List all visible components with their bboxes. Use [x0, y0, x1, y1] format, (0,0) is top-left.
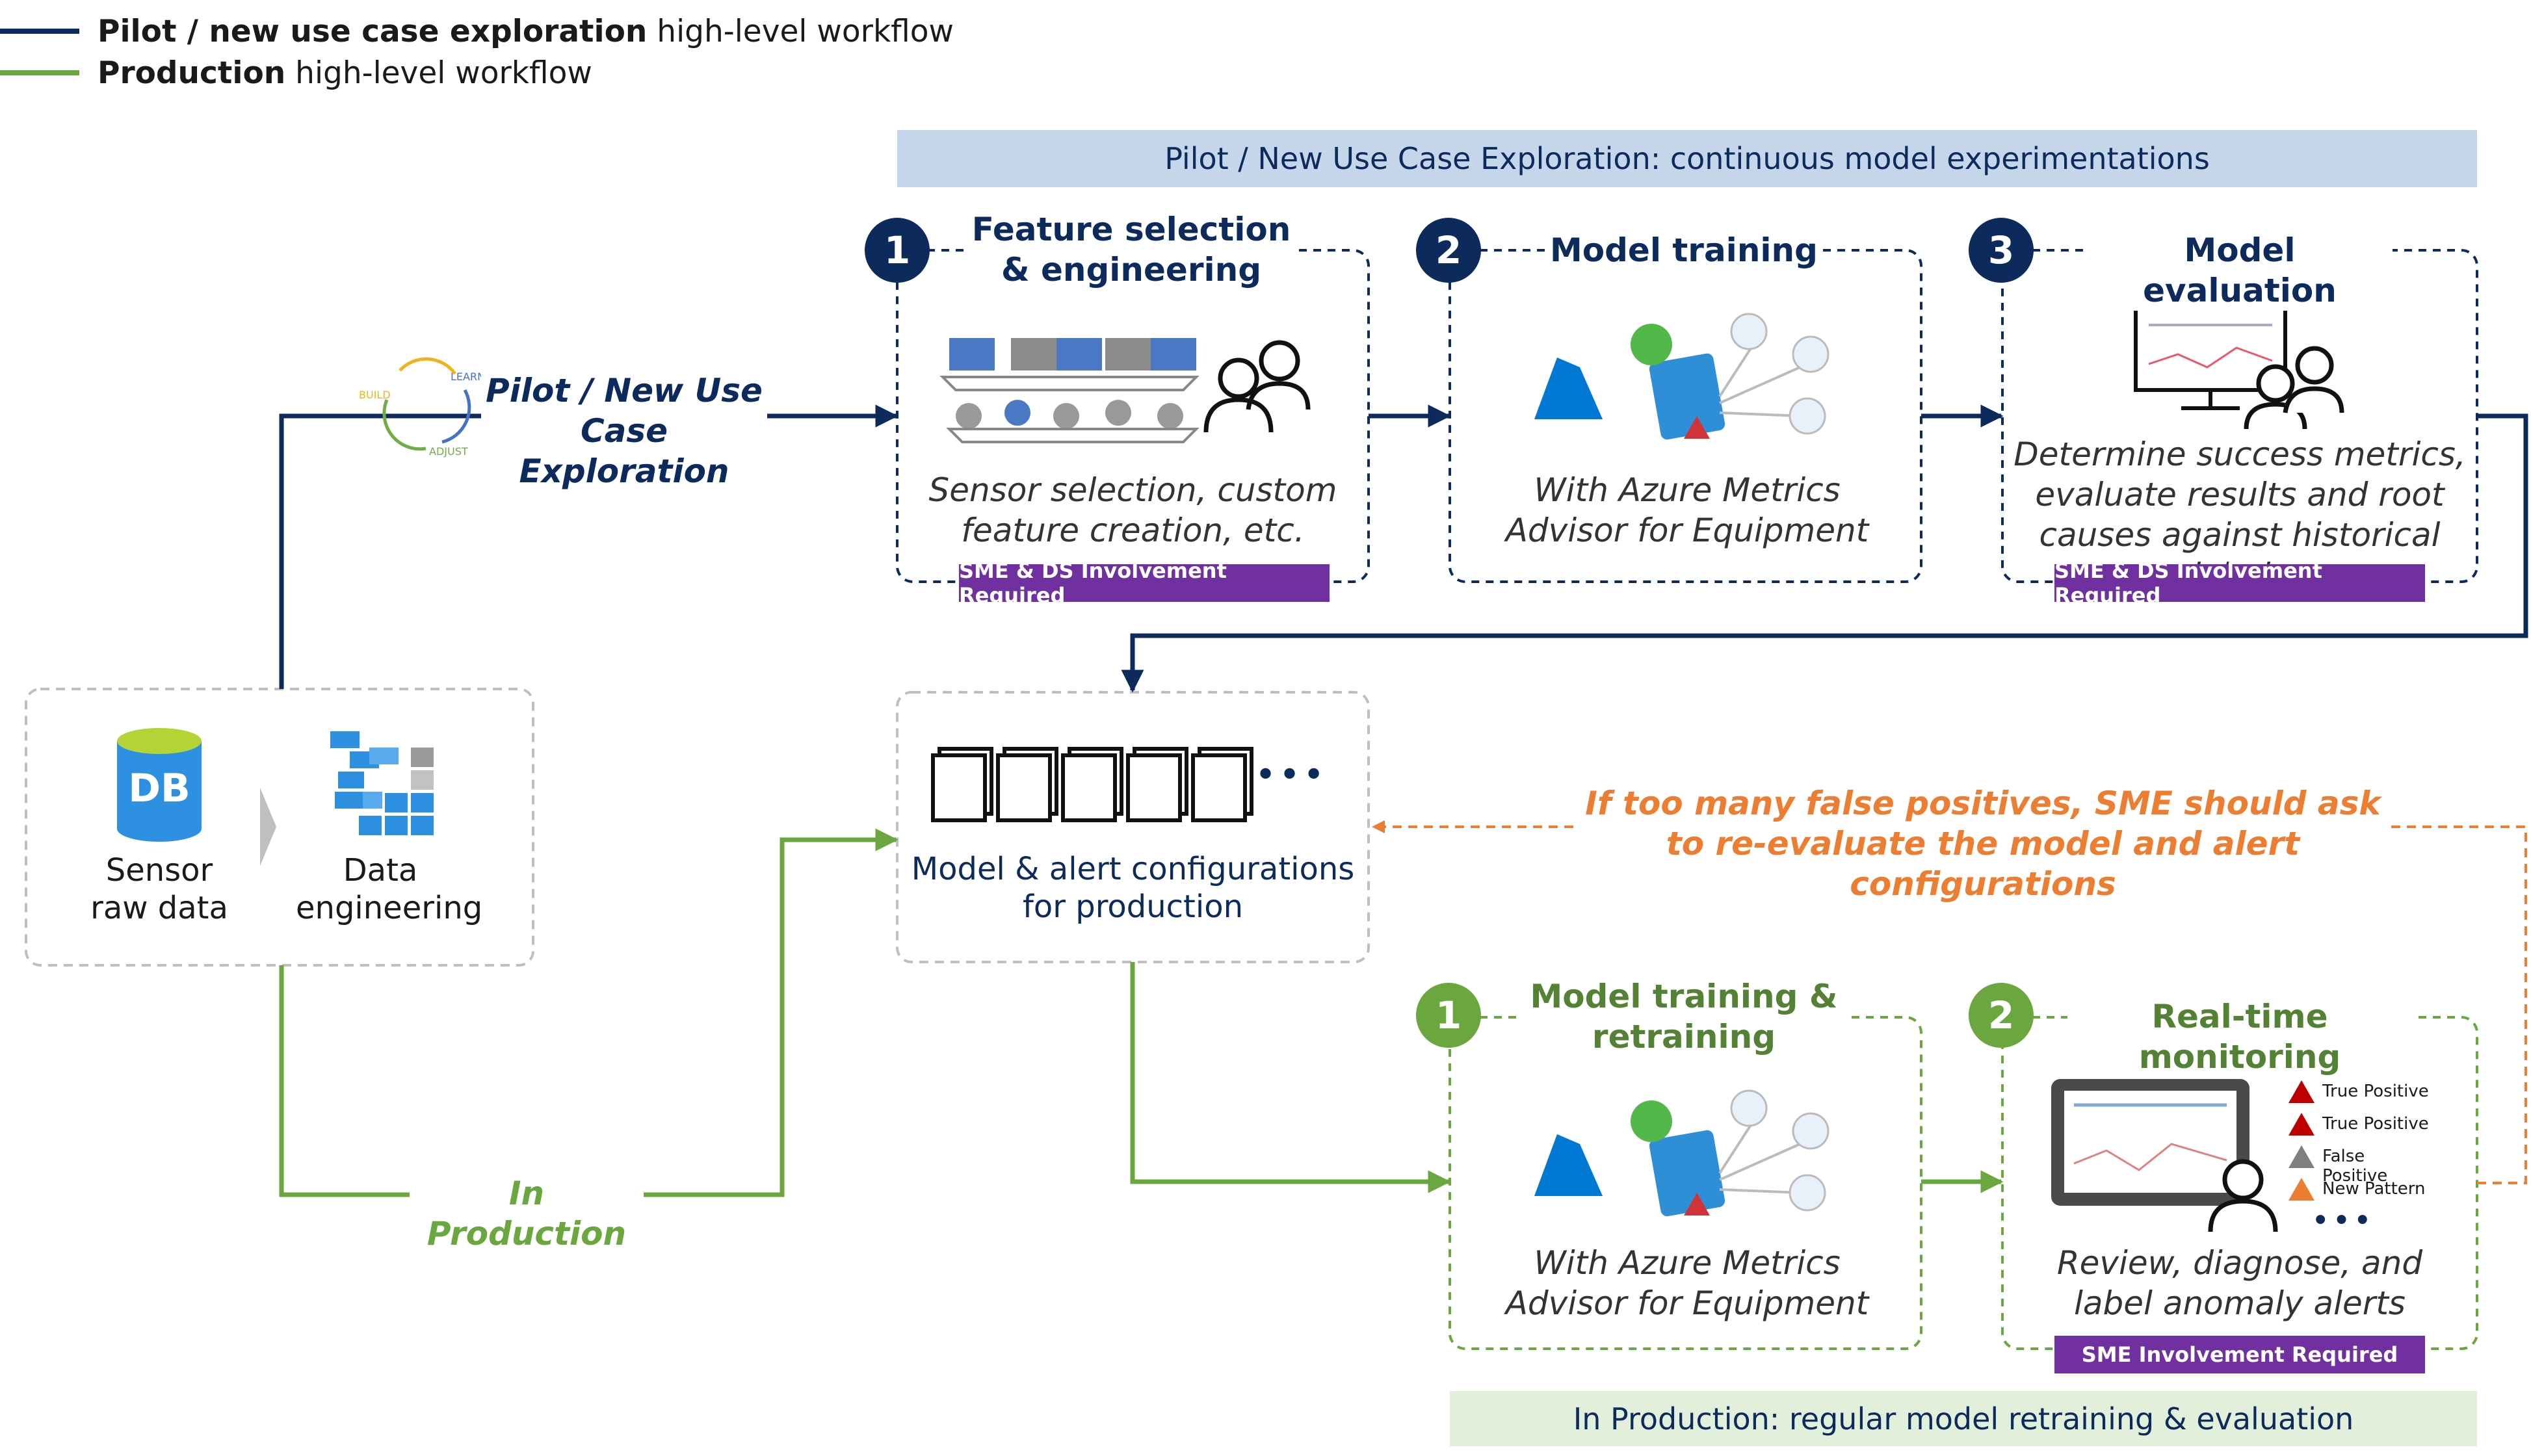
- pilot-banner: Pilot / New Use Case Exploration: contin…: [897, 130, 2477, 187]
- pilot-step-2-number: 2: [1416, 218, 1481, 283]
- pilot-step-3-badge: SME & DS Involvement Required: [2054, 558, 2425, 608]
- config-dots: •••: [1255, 754, 1328, 796]
- pilot-return-line: [1121, 413, 2528, 693]
- legend-production-bold: Production: [98, 55, 286, 91]
- production-path-label: In Production: [410, 1173, 644, 1254]
- legend-pilot-rest: high-level workflow: [647, 13, 954, 49]
- pilot-step-1-number: 1: [865, 218, 930, 283]
- cycle-adjust-label: ADJUST: [429, 445, 468, 458]
- feedback-note: If too many false positives, SME should …: [1580, 783, 2386, 904]
- data-engineering-label: Data engineering: [296, 852, 483, 926]
- production-banner: In Production: regular model retraining …: [1450, 1391, 2477, 1446]
- production-step-2-badge: SME Involvement Required: [2054, 1336, 2425, 1373]
- production-step-2-number: 2: [1969, 983, 2034, 1048]
- cycle-icon: [382, 357, 471, 451]
- production-step-1-caption: With Azure Metrics Advisor for Equipment: [1505, 1244, 1869, 1322]
- production-step-2-title: Real-time monitoring: [2067, 996, 2412, 1077]
- data-engineering-icon: [330, 731, 434, 835]
- legend-pilot-line: [0, 29, 79, 34]
- legend-pilot-bold: Pilot / new use case exploration: [98, 13, 648, 49]
- alert-label-true-positive-1: True Positive: [2322, 1082, 2429, 1101]
- people-evaluation-icon: [2244, 346, 2344, 430]
- legend-production-rest: high-level workflow: [285, 55, 592, 91]
- sensor-array-icon: [939, 338, 1200, 443]
- pilot-path-label: Pilot / New Use Case Exploration: [481, 370, 767, 491]
- alert-icon-true-positive-2: [2288, 1113, 2315, 1136]
- person-reviewer-icon: [2208, 1159, 2278, 1232]
- equipment-icon-production: [1631, 1089, 1829, 1217]
- sensor-raw-data-label: Sensor raw data: [90, 852, 228, 926]
- monitoring-tablet-icon: [2051, 1079, 2249, 1206]
- config-box-label: Model & alert configurations for product…: [911, 851, 1355, 925]
- pilot-step-2-title: Model training: [1547, 230, 1820, 270]
- config-documents-icon: [931, 747, 1253, 822]
- feedback-line: [1372, 820, 2527, 1184]
- people-icon: [1203, 340, 1311, 433]
- database-icon: [117, 728, 202, 842]
- legend-pilot: Pilot / new use case exploration high-le…: [0, 12, 954, 51]
- alert-icon-false-positive: [2288, 1145, 2315, 1168]
- pilot-step-3-title: Model evaluation: [2087, 230, 2393, 311]
- pilot-step-3-number: 3: [1969, 218, 2034, 283]
- cycle-build-label: BUILD: [359, 389, 391, 401]
- cycle-learn-label: LEARN: [451, 370, 486, 383]
- pilot-step-1-title: Feature selection & engineering: [969, 209, 1294, 290]
- production-step-2-caption: Review, diagnose, and label anomaly aler…: [2056, 1244, 2423, 1322]
- production-arrow-config-to-training: [1130, 962, 1451, 1193]
- db-icon-label: DB: [128, 766, 190, 811]
- alert-icon-true-positive-1: [2288, 1080, 2315, 1103]
- production-step-1-number: 1: [1416, 983, 1481, 1048]
- equipment-icon: [1631, 313, 1829, 440]
- alert-label-new-pattern: New Pattern: [2322, 1179, 2426, 1199]
- chevron-right-icon: [260, 788, 276, 866]
- pilot-step-2-caption: With Azure Metrics Advisor for Equipment: [1505, 471, 1869, 549]
- production-step-1-title: Model training & retraining: [1521, 976, 1846, 1057]
- pilot-step-1-badge: SME & DS Involvement Required: [959, 558, 1330, 608]
- alert-label-false-positive: False Positive: [2322, 1147, 2388, 1186]
- azure-logo-icon-production: [1534, 1134, 1603, 1196]
- pilot-step-1-caption: Sensor selection, custom feature creatio…: [928, 471, 1337, 549]
- alert-dots: •••: [2311, 1202, 2374, 1239]
- legend-production-line: [0, 70, 79, 75]
- legend-production: Production high-level workflow: [0, 53, 592, 92]
- production-path-line: [279, 828, 898, 1197]
- azure-logo-icon: [1534, 358, 1603, 419]
- alert-label-true-positive-2: True Positive: [2322, 1114, 2429, 1134]
- alert-icon-new-pattern: [2288, 1178, 2315, 1201]
